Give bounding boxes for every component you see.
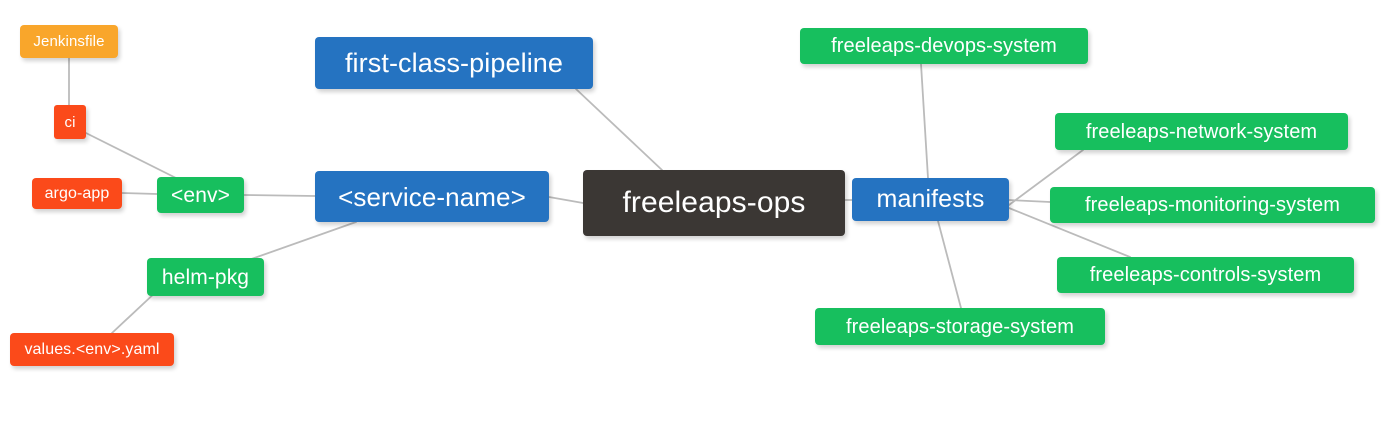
node-helm-pkg[interactable]: helm-pkg [147,258,264,296]
node-label: first-class-pipeline [344,47,564,78]
node-freeleaps-network-system[interactable]: freeleaps-network-system [1055,113,1348,150]
edge-manifests-to-freeleaps-storage-system [937,220,962,309]
node-jenkinsfile[interactable]: Jenkinsfile [20,25,118,58]
node-freeleaps-storage-system[interactable]: freeleaps-storage-system [815,308,1105,345]
node-label: argo-app [44,184,110,202]
edge-service-name-to-helm-pkg [242,221,357,263]
edge-ci-to-env [85,132,177,179]
edge-manifests-to-freeleaps-devops-system [920,63,929,179]
node-service-name[interactable]: <service-name> [315,171,549,222]
node-freeleaps-monitoring-system[interactable]: freeleaps-monitoring-system [1050,187,1375,223]
node-ci[interactable]: ci [54,105,86,139]
node-label: freeleaps-network-system [1085,120,1318,143]
node-label: freeleaps-storage-system [845,315,1075,338]
node-freeleaps-devops-system[interactable]: freeleaps-devops-system [800,28,1088,64]
node-label: freeleaps-ops [622,186,806,219]
edge-env-to-service-name [243,194,316,197]
node-freeleaps-ops[interactable]: freeleaps-ops [583,170,845,236]
node-label: Jenkinsfile [33,33,105,50]
node-first-class-pipeline[interactable]: first-class-pipeline [315,37,593,89]
node-label: freeleaps-devops-system [831,35,1057,57]
node-label: <service-name> [338,181,526,212]
node-label: <env> [171,183,230,207]
edge-first-class-pipeline-to-freeleaps-ops [575,88,663,171]
edge-service-name-to-freeleaps-ops [548,196,584,204]
node-label: values.<env>.yaml [24,340,160,358]
node-freeleaps-controls-system[interactable]: freeleaps-controls-system [1057,257,1354,293]
node-label: manifests [876,185,985,213]
edge-helm-pkg-to-values-yaml [111,289,159,334]
node-manifests[interactable]: manifests [852,178,1009,221]
node-label: freeleaps-controls-system [1089,264,1322,286]
node-label: ci [64,113,76,131]
edge-argo-app-to-env [121,192,158,195]
node-label: helm-pkg [161,265,250,289]
node-argo-app[interactable]: argo-app [32,178,122,209]
node-values-yaml[interactable]: values.<env>.yaml [10,333,174,366]
node-env[interactable]: <env> [157,177,244,213]
edge-manifests-to-freeleaps-monitoring-system [1008,199,1051,203]
node-label: freeleaps-monitoring-system [1084,194,1340,216]
